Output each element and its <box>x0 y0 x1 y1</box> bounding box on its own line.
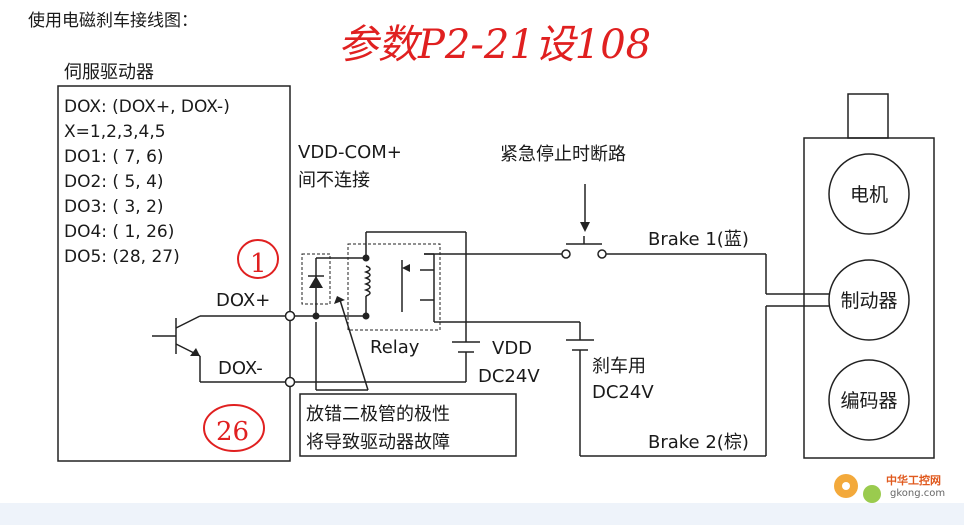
servo-drive-box <box>57 85 291 462</box>
brake-supply-label-line1: 刹车用 <box>592 356 646 377</box>
arrow-head <box>580 222 590 232</box>
relay-coil-wiring <box>295 231 467 383</box>
brake-supply-battery-symbol <box>566 339 594 351</box>
mapping-line: DOX: (DOX+, DOX-) <box>64 97 230 117</box>
terminal-dox-plus-label: DOX+ <box>216 290 270 311</box>
brake-supply-label-line2: DC24V <box>592 382 654 403</box>
emitter-arrow <box>190 348 200 356</box>
page-heading: 使用电磁刹车接线图： <box>28 10 198 31</box>
mapping-line: DO5: (28, 27) <box>64 247 180 267</box>
mapping-line: DO4: ( 1, 26) <box>64 222 174 242</box>
vdd-com-note-line2: 间不连接 <box>298 170 370 191</box>
servo-drive-mapping: DOX: (DOX+, DOX-) X=1,2,3,4,5 DO1: ( 7, … <box>64 97 230 267</box>
encoder-circle <box>828 359 910 441</box>
motor-label: 电机 <box>850 184 888 206</box>
transistor-symbol <box>152 315 290 383</box>
terminal-dox-plus <box>284 310 296 322</box>
brake-label: 制动器 <box>840 290 897 312</box>
wiring-diagram: 使用电磁刹车接线图： 参数P2-21设108 伺服驱动器 DOX: (DOX+,… <box>28 10 945 503</box>
terminal-dox-minus <box>284 376 296 388</box>
junction-dot <box>362 254 370 262</box>
contact-arrow <box>402 264 410 272</box>
emergency-stop-note: 紧急停止时断路 <box>500 144 626 165</box>
mapping-line: DO2: ( 5, 4) <box>64 172 164 192</box>
relay-contact <box>401 253 440 323</box>
motor-housing <box>803 137 935 459</box>
brake-circuit-wiring <box>424 253 830 457</box>
annotation-1-text: 1 <box>250 249 267 279</box>
vdd-label-line1: VDD <box>492 338 532 359</box>
annotation-circle-26 <box>203 404 265 452</box>
terminal-dox-minus-label: DOX- <box>218 358 263 379</box>
vdd-com-note-line1: VDD-COM+ <box>298 142 402 163</box>
brake2-label: Brake 2(棕) <box>648 432 749 453</box>
flyback-diode <box>308 257 366 316</box>
switch-terminal <box>561 249 571 259</box>
annotation-26-text: 26 <box>216 417 249 447</box>
servo-drive-title: 伺服驱动器 <box>64 62 154 83</box>
warning-line2: 将导致驱动器故障 <box>306 432 450 453</box>
junction-dot <box>362 312 370 320</box>
arrow-head <box>334 296 345 304</box>
mapping-line: X=1,2,3,4,5 <box>64 122 166 142</box>
motor-circle <box>828 153 910 235</box>
mapping-line: DO1: ( 7, 6) <box>64 147 164 167</box>
relay-label: Relay <box>370 337 420 358</box>
warning-pointer <box>315 299 369 391</box>
annotation-circle-1 <box>237 239 279 279</box>
relay-coil <box>363 265 371 297</box>
mapping-line: DO3: ( 3, 2) <box>64 197 164 217</box>
gkong-logo: 中华工控网 gkong.com <box>834 473 945 503</box>
relay-dashed-box <box>347 243 441 331</box>
handwritten-parameter-note: 参数P2-21设108 <box>338 22 651 68</box>
vdd-battery-symbol <box>452 341 480 353</box>
motor-shaft <box>847 93 889 139</box>
junction-dot <box>312 312 320 320</box>
warning-line1: 放错二极管的极性 <box>306 404 450 425</box>
encoder-label: 编码器 <box>840 390 897 412</box>
brake-circle <box>828 259 910 341</box>
watermark-line2: gkong.com <box>890 488 945 499</box>
footer-bar <box>0 503 964 525</box>
switch-terminal <box>597 249 607 259</box>
brake1-label: Brake 1(蓝) <box>648 229 749 250</box>
vdd-label-line2: DC24V <box>478 366 540 387</box>
watermark-line1: 中华工控网 <box>886 473 941 487</box>
warning-box <box>299 393 517 457</box>
